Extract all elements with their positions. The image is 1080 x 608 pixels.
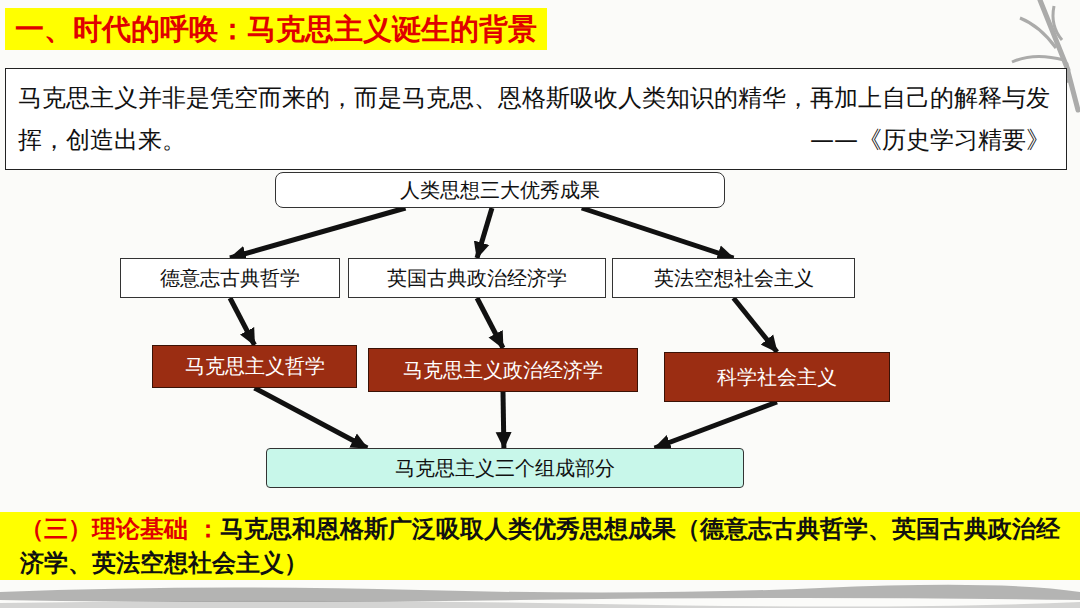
arrow-connector <box>477 208 492 258</box>
conclusion-band: （三）理论基础 ：马克思和恩格斯广泛吸取人类优秀思想成果（德意志古典哲学、英国古… <box>0 512 1080 580</box>
source-box: 英法空想社会主义 <box>612 258 855 298</box>
box-label: 英国古典政治经济学 <box>387 265 567 292</box>
component-box: 马克思主义政治经济学 <box>368 348 638 392</box>
box-label: 马克思主义政治经济学 <box>403 357 603 384</box>
root-box: 人类思想三大优秀成果 <box>275 172 725 208</box>
arrow-connector <box>477 298 503 348</box>
band-text: （三）理论基础 ：马克思和恩格斯广泛吸取人类优秀思想成果（德意志古典哲学、英国古… <box>20 512 1066 580</box>
arrow-connector <box>582 208 734 258</box>
box-label: 科学社会主义 <box>717 364 837 391</box>
box-label: 马克思主义三个组成部分 <box>395 455 615 482</box>
arrow-connector <box>655 402 777 448</box>
component-box: 马克思主义哲学 <box>152 345 357 388</box>
quote-box: 马克思主义并非是凭空而来的，而是马克思、恩格斯吸收人类知识的精华，再加上自己的解… <box>5 68 1067 170</box>
box-label: 英法空想社会主义 <box>654 265 814 292</box>
arrow-connector <box>230 298 255 345</box>
arrow-connector <box>255 388 368 448</box>
quote-source: ——《历史学习精要》 <box>810 119 1050 161</box>
summary-box: 马克思主义三个组成部分 <box>266 448 744 488</box>
ink-brush-stroke <box>0 585 1080 608</box>
box-label: 德意志古典哲学 <box>160 265 300 292</box>
arrow-connector <box>734 298 778 352</box>
section-label: （三）理论基础 ： <box>20 515 220 543</box>
heading-band: 一、时代的呼唤：马克思主义诞生的背景 <box>5 8 547 50</box>
box-label: 马克思主义哲学 <box>185 353 325 380</box>
arrow-connector <box>230 208 406 258</box>
arrow-connector <box>501 392 507 448</box>
box-label: 人类思想三大优秀成果 <box>400 177 600 204</box>
source-box: 英国古典政治经济学 <box>348 258 606 298</box>
component-box: 科学社会主义 <box>664 352 890 402</box>
source-box: 德意志古典哲学 <box>120 258 340 298</box>
